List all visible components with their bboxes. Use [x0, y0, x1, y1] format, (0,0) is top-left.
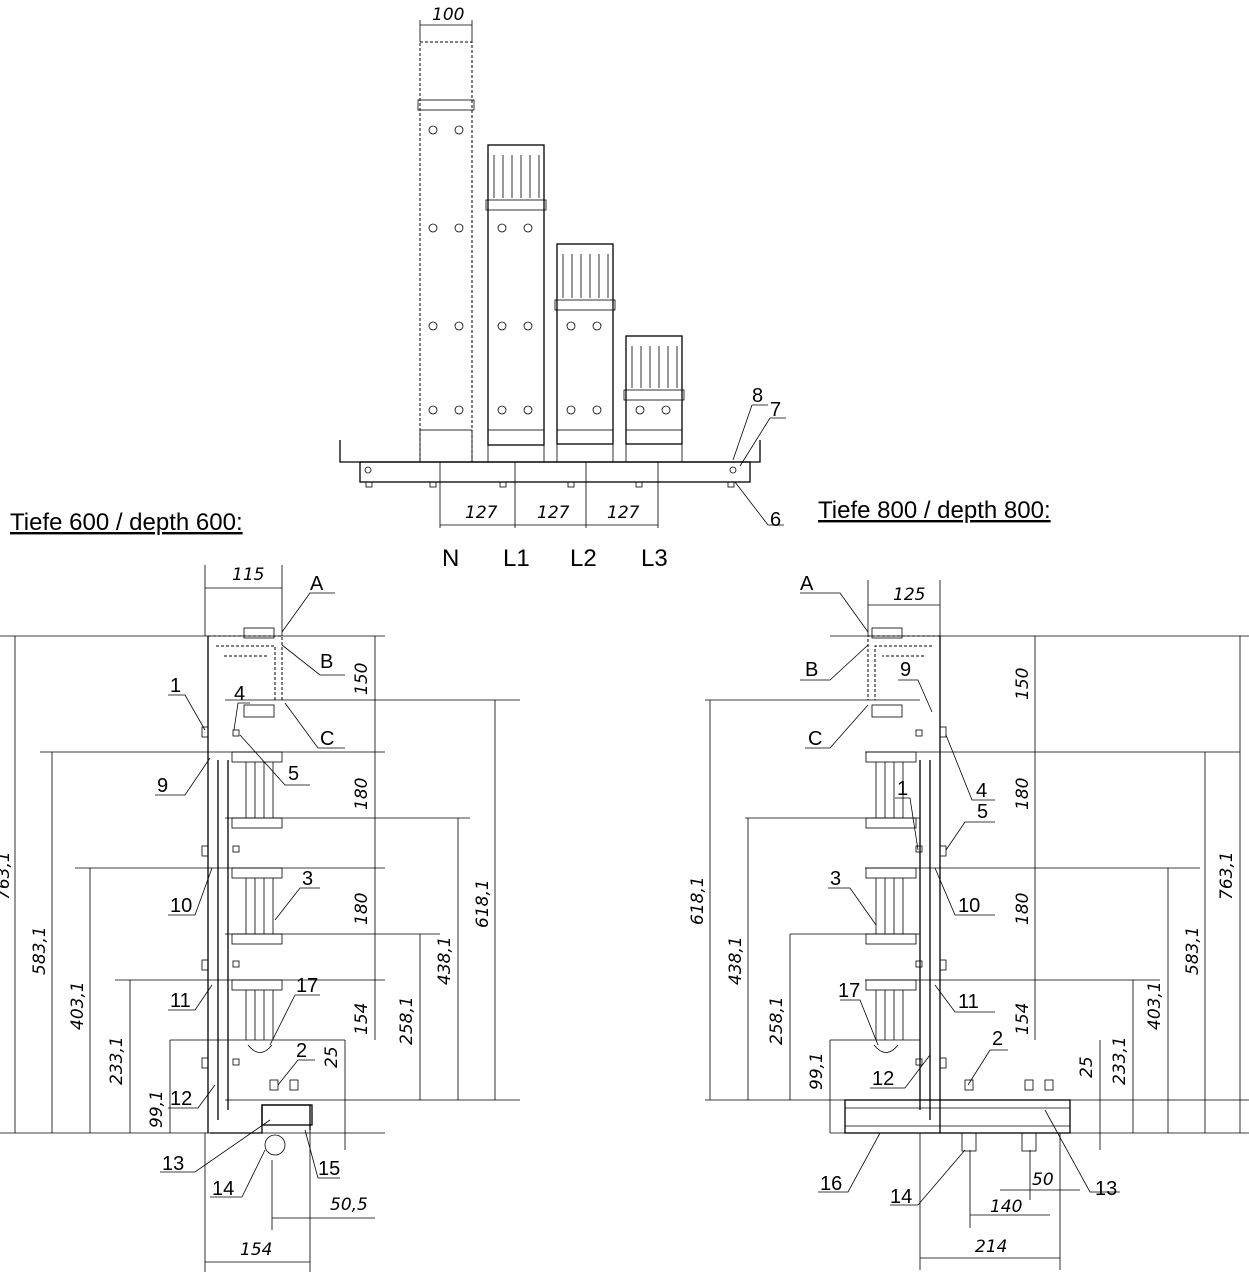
- dim-618-left: 618,1: [473, 879, 493, 928]
- callout-8: 8: [752, 385, 763, 407]
- dim-25-left: 25: [322, 1046, 342, 1068]
- top-width-dim: 100: [432, 5, 464, 25]
- phase-label-l2: L2: [570, 545, 597, 572]
- callout-4-right: 4: [976, 780, 987, 802]
- callout-1-left: 1: [170, 675, 181, 697]
- dim-150-right: 150: [1013, 668, 1033, 700]
- letter-b-left: B: [320, 651, 333, 673]
- callout-13-right: 13: [1095, 1178, 1117, 1200]
- callout-3-right: 3: [830, 868, 841, 890]
- dim-618-right: 618,1: [688, 876, 708, 925]
- phase-label-l3: L3: [641, 545, 668, 572]
- dim-583-right: 583,1: [1183, 926, 1203, 975]
- heading-depth-800: Tiefe 800 / depth 800:: [818, 497, 1051, 524]
- callout-6: 6: [770, 509, 781, 531]
- spacing-dim-2: 127: [537, 503, 570, 523]
- callout-14-right: 14: [890, 1186, 912, 1208]
- dim-403-right: 403,1: [1145, 981, 1165, 1030]
- right-side-view: 150 180 180 154 763,1 583,1 403,1 233,1 …: [688, 573, 1249, 1270]
- busbar-l1: [487, 144, 545, 446]
- spacing-dim-1: 127: [465, 503, 498, 523]
- dim-180b-left: 180: [352, 893, 372, 925]
- spacing-dim-3: 127: [607, 503, 640, 523]
- busbar-l2: [556, 243, 614, 445]
- callout-7: 7: [770, 399, 781, 421]
- dim-150-left: 150: [352, 663, 372, 695]
- callout-14-left: 14: [212, 1178, 234, 1200]
- callout-11-right: 11: [958, 991, 979, 1013]
- callout-1-right: 1: [897, 778, 908, 800]
- dim-154-right: 154: [1013, 1003, 1033, 1035]
- letter-a-right: A: [800, 573, 814, 595]
- letter-b-right: B: [805, 659, 818, 681]
- dim-125-right: 125: [893, 585, 925, 605]
- callout-2-left: 2: [296, 1040, 307, 1062]
- dim-99-left: 99,1: [147, 1090, 167, 1128]
- dim-154-bottom-left: 154: [240, 1240, 272, 1260]
- callout-9-right: 9: [900, 659, 911, 681]
- dim-233-left: 233,1: [107, 1036, 127, 1085]
- callout-12-left: 12: [170, 1088, 192, 1110]
- dim-258-left: 258,1: [397, 996, 417, 1045]
- phase-label-n: N: [442, 545, 459, 572]
- callout-10-left: 10: [170, 895, 192, 917]
- callout-5-left: 5: [288, 763, 299, 785]
- callout-17-left: 17: [296, 975, 318, 997]
- dim-583-left: 583,1: [30, 926, 50, 975]
- letter-c-left: C: [320, 728, 334, 750]
- dim-438-right: 438,1: [726, 936, 746, 985]
- dim-115-left: 115: [232, 565, 264, 585]
- callout-9-left: 9: [157, 775, 168, 797]
- callout-13-left: 13: [162, 1153, 184, 1175]
- callout-11-left: 11: [170, 990, 191, 1012]
- letter-c-right: C: [808, 728, 822, 750]
- dim-180a-left: 180: [352, 778, 372, 810]
- dim-438-left: 438,1: [435, 936, 455, 985]
- dim-214-right: 214: [975, 1237, 1007, 1257]
- left-side-view: 150 180 180 154 618,1 438,1 258,1 763,1 …: [0, 565, 520, 1272]
- dim-50-5-left: 50,5: [330, 1195, 368, 1215]
- callout-5-right: 5: [977, 801, 988, 823]
- top-view: 100 127 127 127 N L1 L2 L3 8 7 6: [339, 5, 786, 572]
- dim-233-right: 233,1: [1110, 1036, 1130, 1085]
- dim-258-right: 258,1: [767, 996, 787, 1045]
- dim-180a-right: 180: [1013, 778, 1033, 810]
- callout-10-right: 10: [958, 895, 980, 917]
- dim-180b-right: 180: [1013, 893, 1033, 925]
- phase-label-l1: L1: [503, 545, 530, 572]
- dim-140-right: 140: [990, 1197, 1022, 1217]
- busbar-n: [419, 41, 473, 463]
- callout-12-right: 12: [872, 1068, 894, 1090]
- callout-17-right: 17: [838, 980, 860, 1002]
- letter-a-left: A: [310, 573, 324, 595]
- callout-16-right: 16: [820, 1173, 842, 1195]
- callout-3-left: 3: [302, 868, 313, 890]
- callout-4-left: 4: [234, 683, 245, 705]
- dim-99-right: 99,1: [807, 1052, 827, 1090]
- dim-763-right: 763,1: [1217, 851, 1237, 900]
- callout-15-left: 15: [318, 1158, 340, 1180]
- dim-25-right: 25: [1077, 1056, 1097, 1078]
- heading-depth-600: Tiefe 600 / depth 600:: [10, 509, 243, 536]
- dim-403-left: 403,1: [68, 981, 88, 1030]
- dim-763-left: 763,1: [0, 851, 14, 900]
- dim-154-left: 154: [352, 1003, 372, 1035]
- callout-2-right: 2: [992, 1028, 1003, 1050]
- dim-50-right: 50: [1032, 1170, 1054, 1190]
